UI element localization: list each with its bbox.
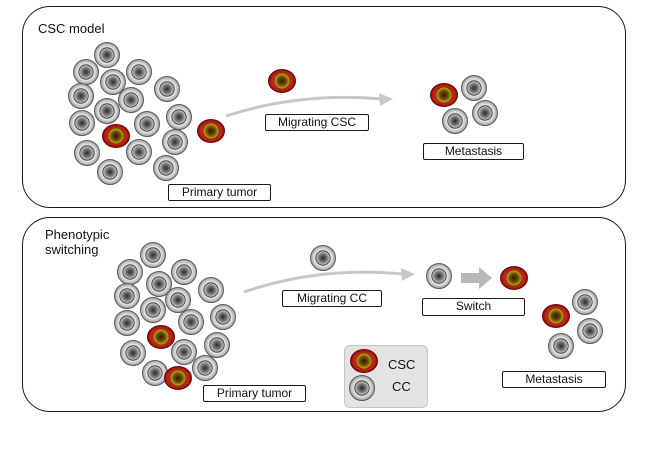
- cc-cell-metastasis2-b: [577, 318, 603, 344]
- legend-label-cc: CC: [392, 379, 411, 394]
- csc-cell-migrating: [268, 69, 296, 93]
- cc-cell-tumor2-15: [142, 360, 168, 386]
- cc-cell-tumor1-5: [154, 76, 180, 102]
- cc-cell-tumor1-8: [166, 104, 192, 130]
- cc-cell-tumor1-4: [68, 83, 94, 109]
- csc-cell-metastasis2: [542, 304, 570, 328]
- csc-cell-tumor1-edge: [197, 119, 225, 143]
- migration-arrowhead-cc: [401, 268, 415, 281]
- cc-cell-tumor2-4: [114, 283, 140, 309]
- cc-cell-tumor1-11: [162, 129, 188, 155]
- cc-cell-tumor2-7: [140, 297, 166, 323]
- cc-cell-tumor2-14: [192, 355, 218, 381]
- legend-label-csc: CSC: [388, 357, 416, 372]
- cc-cell-tumor2-5: [198, 277, 224, 303]
- cc-cell-tumor2-11: [120, 340, 146, 366]
- cc-cell-tumor1-3: [100, 69, 126, 95]
- primary-tumor-label-switching: Primary tumor: [203, 385, 306, 402]
- csc-cell-tumor2-a: [147, 325, 175, 349]
- legend-cc-icon: [349, 375, 375, 401]
- cc-cell-tumor1-2: [126, 59, 152, 85]
- cc-cell-tumor2-13: [204, 332, 230, 358]
- cc-cell-tumor1-15: [153, 155, 179, 181]
- cc-cell-tumor1-7: [94, 98, 120, 124]
- cc-cell-metastasis2-c: [548, 333, 574, 359]
- metastasis-label-switching: Metastasis: [502, 371, 606, 388]
- cc-cell-tumor1-1: [73, 59, 99, 85]
- migration-arrow-cc: [243, 270, 404, 294]
- migrating-cc-label: Migrating CC: [282, 290, 382, 307]
- cc-cell-tumor2-3: [146, 271, 172, 297]
- cc-cell-tumor2-12: [171, 339, 197, 365]
- cc-cell-tumor1-10: [134, 111, 160, 137]
- cc-cell-tumor2-9: [178, 309, 204, 335]
- legend-csc-icon: [350, 349, 378, 373]
- cc-cell-switch-before: [426, 263, 452, 289]
- cc-cell-tumor1-14: [97, 159, 123, 185]
- cc-cell-metastasis2-a: [572, 289, 598, 315]
- cc-cell-metastasis1-a: [461, 75, 487, 101]
- cc-cell-migrating: [310, 245, 336, 271]
- cc-cell-tumor1-6: [118, 87, 144, 113]
- switch-label: Switch: [422, 298, 525, 316]
- csc-cell-switch-after: [500, 266, 528, 290]
- cc-cell-metastasis1-c: [442, 108, 468, 134]
- switch-arrow: [461, 267, 492, 289]
- csc-cell-tumor2-b: [164, 366, 192, 390]
- csc-cell-metastasis1: [430, 83, 458, 107]
- cc-cell-tumor2-1: [117, 259, 143, 285]
- cc-cell-tumor1-13: [126, 139, 152, 165]
- cc-cell-tumor2-2: [171, 259, 197, 285]
- cc-cell-tumor2-6: [165, 287, 191, 313]
- phenotypic-switching-title-line1: Phenotypic: [45, 227, 110, 242]
- csc-model-title: CSC model: [38, 21, 105, 36]
- cc-cell-tumor1-9: [69, 110, 95, 136]
- cc-cell-tumor2-0: [140, 242, 166, 268]
- phenotypic-switching-title-line2: switching: [45, 242, 99, 257]
- cc-cell-tumor1-0: [94, 42, 120, 68]
- migration-arrow-csc: [225, 95, 383, 118]
- cc-cell-tumor2-8: [114, 310, 140, 336]
- migrating-csc-label: Migrating CSC: [265, 114, 369, 131]
- migration-arrowhead-csc: [379, 93, 393, 106]
- metastasis-label-csc: Metastasis: [423, 143, 524, 160]
- cc-cell-tumor1-12: [74, 140, 100, 166]
- cc-cell-tumor2-10: [210, 304, 236, 330]
- cc-cell-metastasis1-b: [472, 100, 498, 126]
- primary-tumor-label-csc: Primary tumor: [168, 184, 271, 201]
- csc-cell-tumor1: [102, 124, 130, 148]
